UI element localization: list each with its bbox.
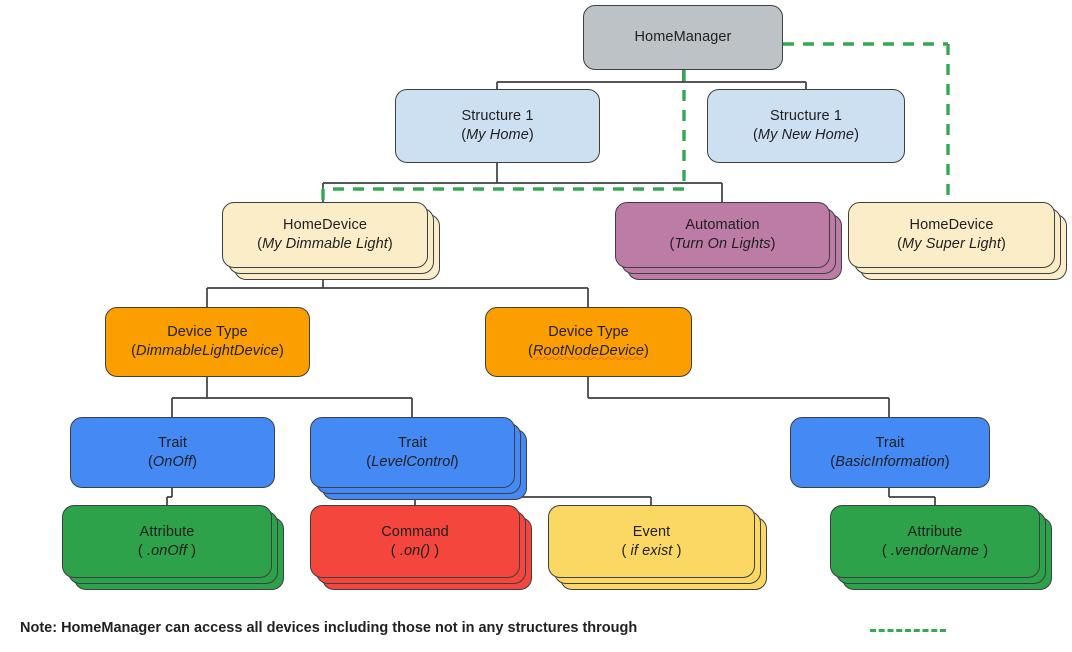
- node-trait-onoff[interactable]: Trait (OnOff): [70, 417, 275, 488]
- node-device-type-2-sublabel: (RootNodeDevice): [528, 343, 649, 359]
- node-trait-basicinfo-sublabel: (BasicInformation): [830, 453, 950, 470]
- node-attribute-onoff[interactable]: Attribute ( .onOff ): [62, 505, 272, 578]
- node-structure-2-label: Structure 1: [769, 108, 843, 125]
- edge-traitonoff-attribute: [166, 488, 173, 505]
- node-home-manager-label: HomeManager: [634, 29, 732, 46]
- node-trait-onoff-sublabel: (OnOff): [147, 453, 198, 470]
- node-attribute-onoff-sublabel: ( .onOff ): [137, 542, 197, 559]
- node-home-device-1-label: HomeDevice: [283, 217, 367, 234]
- node-attribute-vendor-label: Attribute: [907, 523, 963, 540]
- node-home-device-2-sublabel: (My Super Light): [897, 236, 1006, 252]
- node-command-on-sublabel: ( .on() ): [390, 542, 440, 559]
- node-trait-basicinfo-label: Trait: [875, 434, 905, 451]
- node-home-device-2-label: HomeDevice: [909, 217, 994, 234]
- footnote-dashed-legend: [870, 629, 946, 632]
- node-home-device-2[interactable]: HomeDevice (My Super Light): [848, 202, 1055, 268]
- node-automation-1-label: Automation: [685, 217, 760, 234]
- node-device-type-1-label: Device Type: [167, 324, 248, 341]
- edge-traitbasic-attribute: [888, 488, 936, 505]
- edge-homemanager-structures: [496, 70, 807, 89]
- node-device-type-2[interactable]: Device Type (RootNodeDevice): [485, 307, 692, 377]
- node-trait-levelcontrol[interactable]: Trait (LevelControl): [310, 417, 515, 488]
- node-device-type-1[interactable]: Device Type (DimmableLightDevice): [105, 307, 310, 377]
- node-attribute-onoff-label: Attribute: [139, 523, 195, 540]
- edge-structure1-children: [322, 163, 723, 202]
- node-command-on[interactable]: Command ( .on() ): [310, 505, 520, 578]
- node-trait-levelcontrol-sublabel: (LevelControl): [366, 453, 459, 470]
- node-home-device-1-sublabel: (My Dimmable Light): [257, 236, 393, 252]
- node-attribute-vendor-sublabel: ( .vendorName ): [881, 542, 989, 559]
- node-event-ifexist-label: Event: [632, 523, 671, 540]
- node-trait-onoff-label: Trait: [158, 434, 187, 451]
- edge-devicetype1-traits: [171, 377, 413, 417]
- footnote-text: Note: HomeManager can access all devices…: [20, 620, 638, 636]
- node-command-on-label: Command: [381, 523, 449, 540]
- node-structure-1-sublabel: (My Home): [461, 127, 534, 143]
- node-attribute-vendor[interactable]: Attribute ( .vendorName ): [830, 505, 1040, 578]
- node-home-device-1[interactable]: HomeDevice (My Dimmable Light): [222, 202, 428, 268]
- node-event-ifexist[interactable]: Event ( if exist ): [548, 505, 755, 578]
- node-structure-2[interactable]: Structure 1 (My New Home): [707, 89, 905, 163]
- node-event-ifexist-sublabel: ( if exist ): [621, 542, 682, 559]
- node-trait-basicinfo[interactable]: Trait (BasicInformation): [790, 417, 990, 488]
- node-structure-1-label: Structure 1: [461, 108, 534, 125]
- node-device-type-1-sublabel: (DimmableLightDevice): [131, 343, 284, 359]
- node-automation-1[interactable]: Automation (Turn On Lights): [615, 202, 830, 268]
- edge-devicetype2-trait: [587, 377, 890, 417]
- node-trait-levelcontrol-label: Trait: [398, 434, 427, 451]
- node-structure-1[interactable]: Structure 1 (My Home): [395, 89, 600, 163]
- node-home-manager[interactable]: HomeManager: [583, 5, 783, 70]
- node-device-type-2-label: Device Type: [548, 324, 629, 341]
- node-automation-1-sublabel: (Turn On Lights): [669, 236, 776, 252]
- node-structure-2-sublabel: (My New Home): [752, 127, 860, 143]
